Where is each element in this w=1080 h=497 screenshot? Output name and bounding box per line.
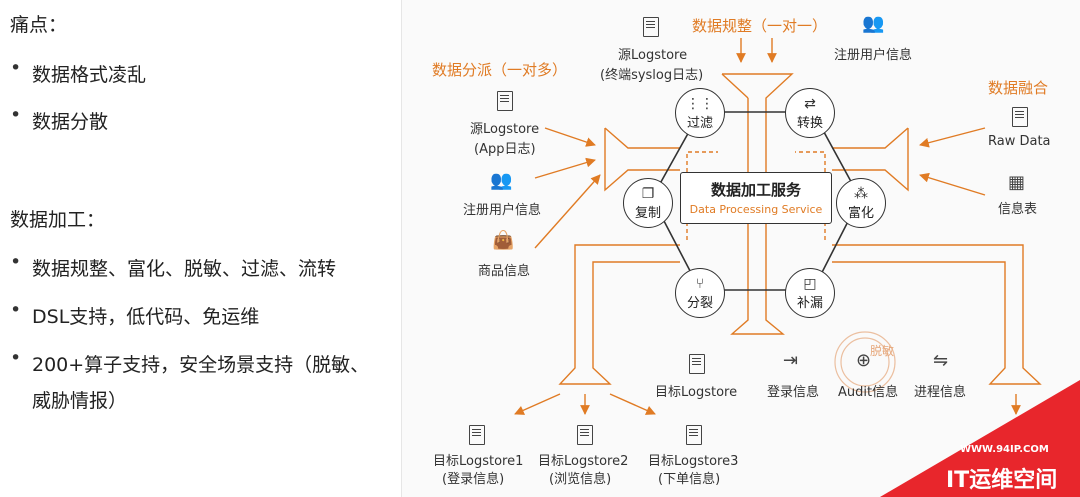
target3-sub: (下单信息) [658, 472, 721, 487]
right-section-label: 数据融合 [988, 79, 1049, 97]
target-label: 目标Logstore [655, 385, 738, 400]
right-raw-label: Raw Data [988, 134, 1051, 149]
stamp-text: 脱敏 [870, 344, 895, 358]
target1-label: 目标Logstore1 [433, 454, 524, 469]
proc-item: •数据规整、富化、脱敏、过滤、流转 [10, 251, 337, 280]
node-filter: ⋮⋮过滤 [675, 88, 725, 138]
top-source-sub: (终端syslog日志) [600, 68, 704, 83]
top-section-label: 数据规整（一对一） [692, 17, 828, 35]
left-section-label: 数据分派（一对多） [432, 61, 568, 79]
bag-icon: 👜 [492, 230, 515, 251]
left-goods-label: 商品信息 [478, 264, 531, 279]
target-doc-icon [686, 425, 702, 445]
enrich-icon: ⁂ [854, 186, 868, 202]
center-title: 数据加工服务 [710, 181, 801, 199]
target1-sub: (登录信息) [442, 472, 505, 487]
watermark-url: WWW.94IP.COM [960, 444, 1049, 455]
divider [401, 0, 402, 497]
transform-icon: ⇄ [804, 96, 816, 112]
fill-icon: ◰ [803, 276, 817, 292]
node-fill: ◰补漏 [785, 268, 835, 318]
filter-icon: ⋮⋮ [686, 96, 714, 112]
copy-icon: ❐ [641, 186, 655, 202]
target-doc-icon [577, 425, 593, 445]
left-users-label: 注册用户信息 [463, 203, 542, 218]
node-copy: ❐复制 [623, 178, 673, 228]
source-doc-icon [497, 91, 513, 111]
center-subtitle: Data Processing Service [689, 203, 823, 216]
watermark-brand: IT运维空间 [946, 468, 1058, 493]
left-panel: 痛点： •数据格式凌乱 •数据分散 数据加工： •数据规整、富化、脱敏、过滤、流… [0, 0, 402, 497]
pain-item: •数据分散 [10, 104, 109, 133]
target-doc-icon [469, 425, 485, 445]
users-icon: 👥 [862, 13, 885, 34]
left-source-sub: (App日志) [474, 142, 536, 157]
node-transform: ⇄转换 [785, 88, 835, 138]
pain-title: 痛点： [10, 14, 68, 36]
right-table-label: 信息表 [998, 202, 1038, 217]
node-enrich: ⁂富化 [836, 178, 886, 228]
left-source-label: 源Logstore [470, 122, 540, 137]
target3-label: 目标Logstore3 [648, 454, 739, 469]
top-users-label: 注册用户信息 [834, 48, 913, 63]
source-doc-icon [1012, 107, 1028, 127]
audit-icon: ⊕ [856, 350, 872, 371]
login-icon: ⇥ [783, 350, 799, 371]
table-icon: ▦ [1008, 172, 1026, 193]
process-icon: ⇋ [933, 350, 949, 371]
login-label: 登录信息 [767, 385, 820, 400]
proc-title: 数据加工： [10, 209, 106, 231]
node-split: ⑂分裂 [675, 268, 725, 318]
proc-item: •200+算子支持，安全场景支持（脱敏、威胁情报） [10, 347, 370, 412]
target2-label: 目标Logstore2 [538, 454, 629, 469]
split-icon: ⑂ [695, 276, 705, 292]
source-doc-icon [643, 17, 659, 37]
pain-item: •数据格式凌乱 [10, 57, 147, 86]
proc-item: •DSL支持，低代码、免运维 [10, 299, 260, 328]
center-box: 数据加工服务 Data Processing Service [680, 172, 832, 224]
audit-label: Audit信息 [838, 385, 899, 400]
process-label: 进程信息 [914, 385, 967, 400]
target-doc-icon [689, 354, 705, 374]
target2-sub: (浏览信息) [549, 472, 612, 487]
users-icon: 👥 [490, 170, 513, 191]
top-source-label: 源Logstore [618, 48, 688, 63]
